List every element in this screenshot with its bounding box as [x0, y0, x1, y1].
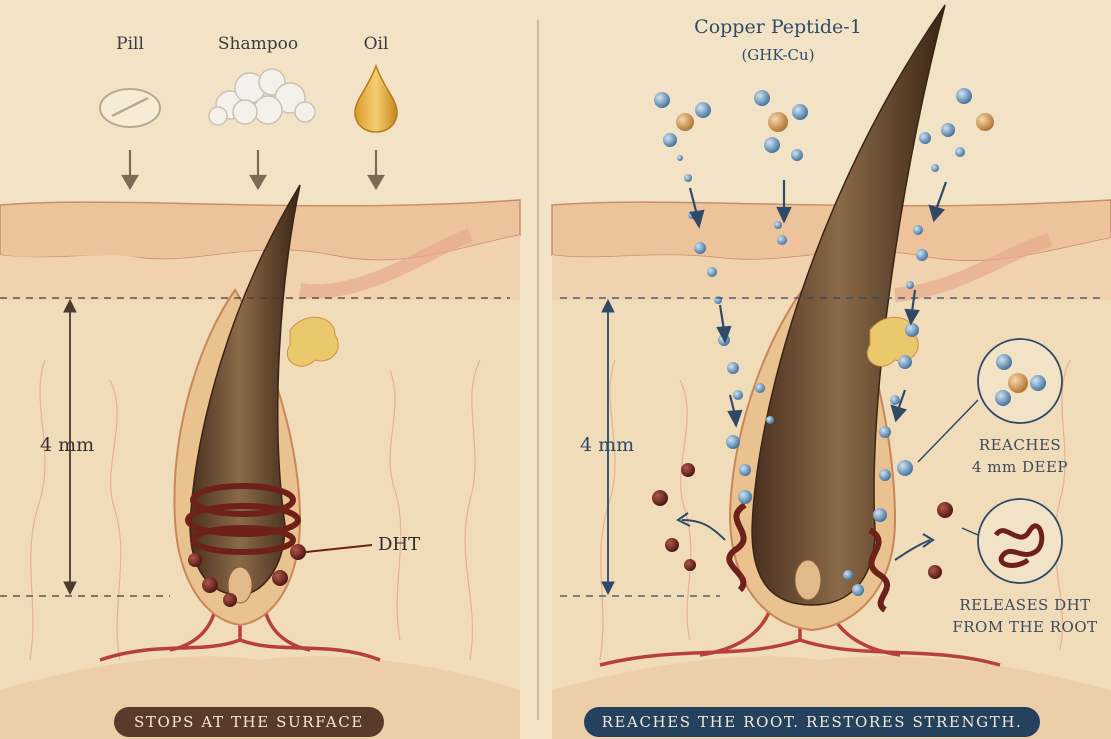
left-arrector-muscle	[298, 228, 473, 299]
right-depth-marker	[560, 297, 1100, 597]
pill-icon	[99, 88, 161, 128]
peptide-arrows	[688, 180, 948, 428]
callout-release-line-2: FROM THE ROOT	[952, 618, 1098, 636]
right-banner: REACHES THE ROOT. RESTORES STRENGTH.	[584, 707, 1040, 737]
left-vessels	[29, 359, 481, 661]
oil-label: Oil	[363, 34, 389, 54]
release-arrows	[676, 512, 935, 561]
right-dht-particles	[652, 463, 953, 579]
callout-deep-line-2: 4 mm DEEP	[971, 458, 1069, 476]
foam-icon	[208, 68, 316, 126]
product-arrows	[121, 150, 385, 191]
callout-dht	[961, 498, 1063, 584]
callout-molecule	[917, 338, 1063, 463]
peptide-stream	[677, 147, 965, 596]
left-dermal-papilla	[227, 566, 253, 604]
peptide-molecules	[654, 88, 994, 161]
pill-label: Pill	[116, 34, 144, 54]
callout-release-text: RELEASES DHT FROM THE ROOT	[940, 594, 1110, 638]
oil-drop-icon	[354, 63, 398, 133]
right-vessels	[599, 359, 1071, 661]
right-depth-label: 4 mm	[580, 434, 635, 456]
peptide-subtitle: (GHK-Cu)	[741, 46, 815, 64]
right-dht-released	[726, 502, 890, 613]
callout-release-line-1: RELEASES DHT	[959, 596, 1091, 614]
left-banner: STOPS AT THE SURFACE	[114, 707, 384, 737]
dht-label: DHT	[378, 534, 421, 555]
callout-deep-line-1: REACHES	[978, 436, 1062, 454]
left-depth-label: 4 mm	[40, 434, 95, 456]
right-arrector-muscle	[894, 233, 1052, 302]
callout-deep-text: REACHES 4 mm DEEP	[950, 434, 1090, 478]
left-sebaceous-gland	[286, 316, 339, 367]
peptide-title: Copper Peptide-1	[694, 16, 862, 38]
right-hair-shaft	[751, 4, 946, 606]
left-dht-particles	[188, 544, 306, 607]
dht-pointer	[305, 544, 373, 553]
shampoo-label: Shampoo	[217, 34, 299, 54]
right-dermal-papilla	[794, 559, 822, 601]
left-dht-coils	[185, 483, 301, 555]
left-depth-marker	[0, 297, 510, 597]
